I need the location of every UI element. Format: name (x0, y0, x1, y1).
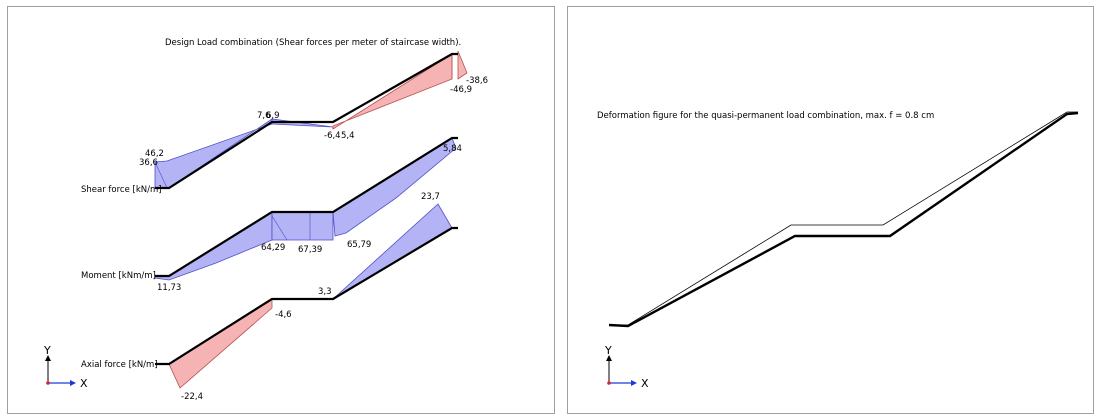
shear-value-5: -6,4 (324, 131, 341, 141)
axial-force-label: Axial force [kN/m] (81, 360, 158, 370)
axial-fill-negative (168, 298, 273, 389)
moment-fill-2 (271, 211, 334, 241)
shear-value-8: -46,9 (450, 85, 472, 95)
undeformed-shape (609, 111, 1078, 326)
origin-point (46, 381, 50, 385)
axial-value-2: -4,6 (275, 310, 292, 320)
y-arrowhead (606, 355, 612, 361)
x-arrowhead (631, 380, 637, 386)
shear-fill-negative-2 (457, 50, 468, 80)
origin-point (607, 381, 611, 385)
moment-beam-axis (155, 136, 458, 278)
shear-divider (154, 161, 168, 189)
deformed-shape (608, 111, 1079, 328)
coordinate-axes: Y X (43, 344, 88, 390)
moment-value-1: 11,73 (157, 283, 181, 293)
moment-value-3: 67,39 (298, 245, 322, 255)
load-combination-panel: Design Load combination (Shear forces pe… (7, 6, 555, 414)
axial-value-1: -22,4 (181, 392, 203, 402)
axial-force-diagram: -22,4 -4,6 3,3 23,7 Axial force [kN/m] (81, 192, 458, 402)
shear-value-4: 6,9 (266, 111, 280, 121)
shear-force-label: Shear force [kN/m] (81, 185, 162, 195)
axial-beam-axis (155, 226, 458, 366)
shear-value-1: 46,2 (145, 149, 164, 159)
left-panel-title: Design Load combination (Shear forces pe… (165, 38, 461, 48)
coordinate-axes-right: Y X (604, 344, 649, 390)
moment-label: Moment [kNm/m] (81, 271, 156, 281)
moment-divider-2 (271, 215, 288, 241)
shear-force-diagram: 46,2 36,6 7,6 6,9 -6,4 5,4 -38,6 -46,9 S… (81, 50, 488, 195)
right-panel-title: Deformation figure for the quasi-permane… (597, 111, 934, 121)
internal-forces-diagram: Design Load combination (Shear forces pe… (43, 38, 488, 402)
axial-value-3: 3,3 (318, 287, 332, 297)
x-axis-label: X (80, 377, 88, 390)
moment-diagram: 11,73 64,29 67,39 65,79 5,84 Moment [kNm… (81, 136, 462, 293)
moment-value-4: 65,79 (347, 240, 371, 250)
moment-value-5: 5,84 (443, 144, 462, 154)
deformation-panel: Deformation figure for the quasi-permane… (567, 6, 1094, 414)
shear-value-7: -38,6 (466, 76, 488, 86)
shear-fill-positive-1 (154, 118, 273, 189)
shear-value-2: 36,6 (139, 158, 158, 168)
x-arrowhead (70, 380, 76, 386)
y-arrowhead (45, 355, 51, 361)
y-axis-label: Y (43, 344, 51, 357)
y-axis-label: Y (604, 344, 612, 357)
deformation-diagram: Deformation figure for the quasi-permane… (597, 111, 1079, 390)
shear-value-6: 5,4 (341, 131, 355, 141)
shear-value-3: 7,6 (257, 111, 271, 121)
axial-value-4: 23,7 (421, 192, 440, 202)
x-axis-label: X (641, 377, 649, 390)
moment-value-2: 64,29 (261, 243, 285, 253)
shear-beam-axis (155, 52, 458, 190)
